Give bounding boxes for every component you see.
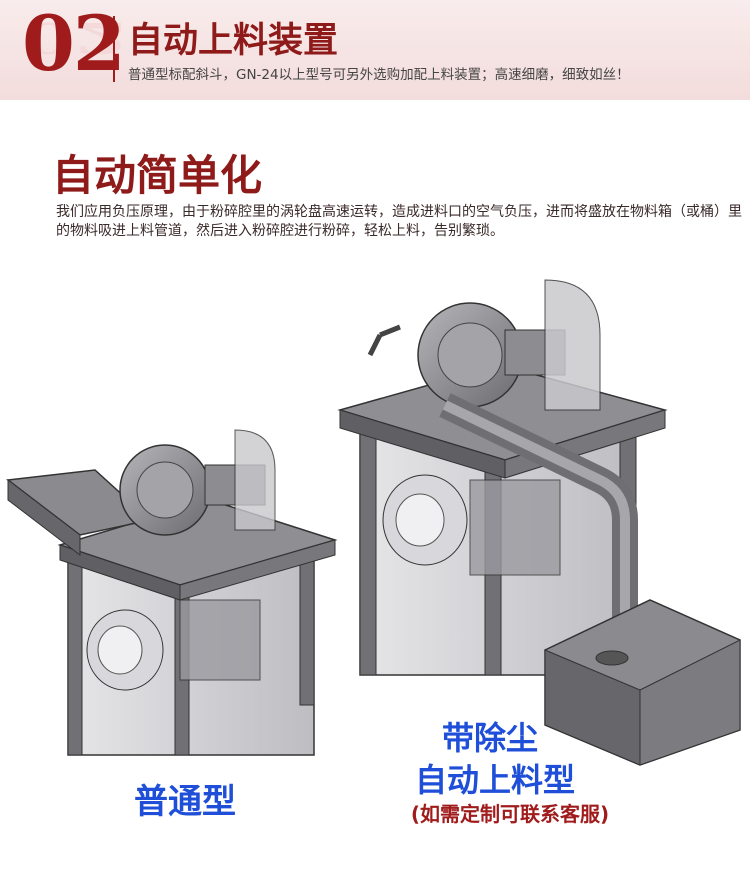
machines-illustration: [6, 279, 741, 766]
auto-feed-type-label: 自动上料型: [414, 761, 575, 799]
standard-machine: [6, 429, 338, 756]
section-description: 我们应用负压原理，由于粉碎腔里的涡轮盘高速运转，造成进料口的空气负压，进而将盛放…: [56, 204, 742, 239]
custom-order-note: (如需定制可联系客服): [410, 802, 610, 826]
banner-title: 自动上料装置: [128, 21, 339, 61]
dust-removal-label: 带除尘: [441, 719, 538, 757]
standard-type-label: 普通型: [134, 782, 236, 822]
banner-divider: [113, 16, 115, 82]
banner-subtitle: 普通型标配斜斗，GN-24以上型号可另外选购加配上料装置；高速细磨，细致如丝！: [128, 67, 630, 83]
auto-feed-machine: [337, 279, 741, 766]
section-number: 02: [22, 0, 126, 88]
section-title: 自动简单化: [52, 151, 263, 200]
header-banner: 02 02 自动上料装置 普通型标配斜斗，GN-24以上型号可另外选购加配上料装…: [0, 0, 750, 100]
